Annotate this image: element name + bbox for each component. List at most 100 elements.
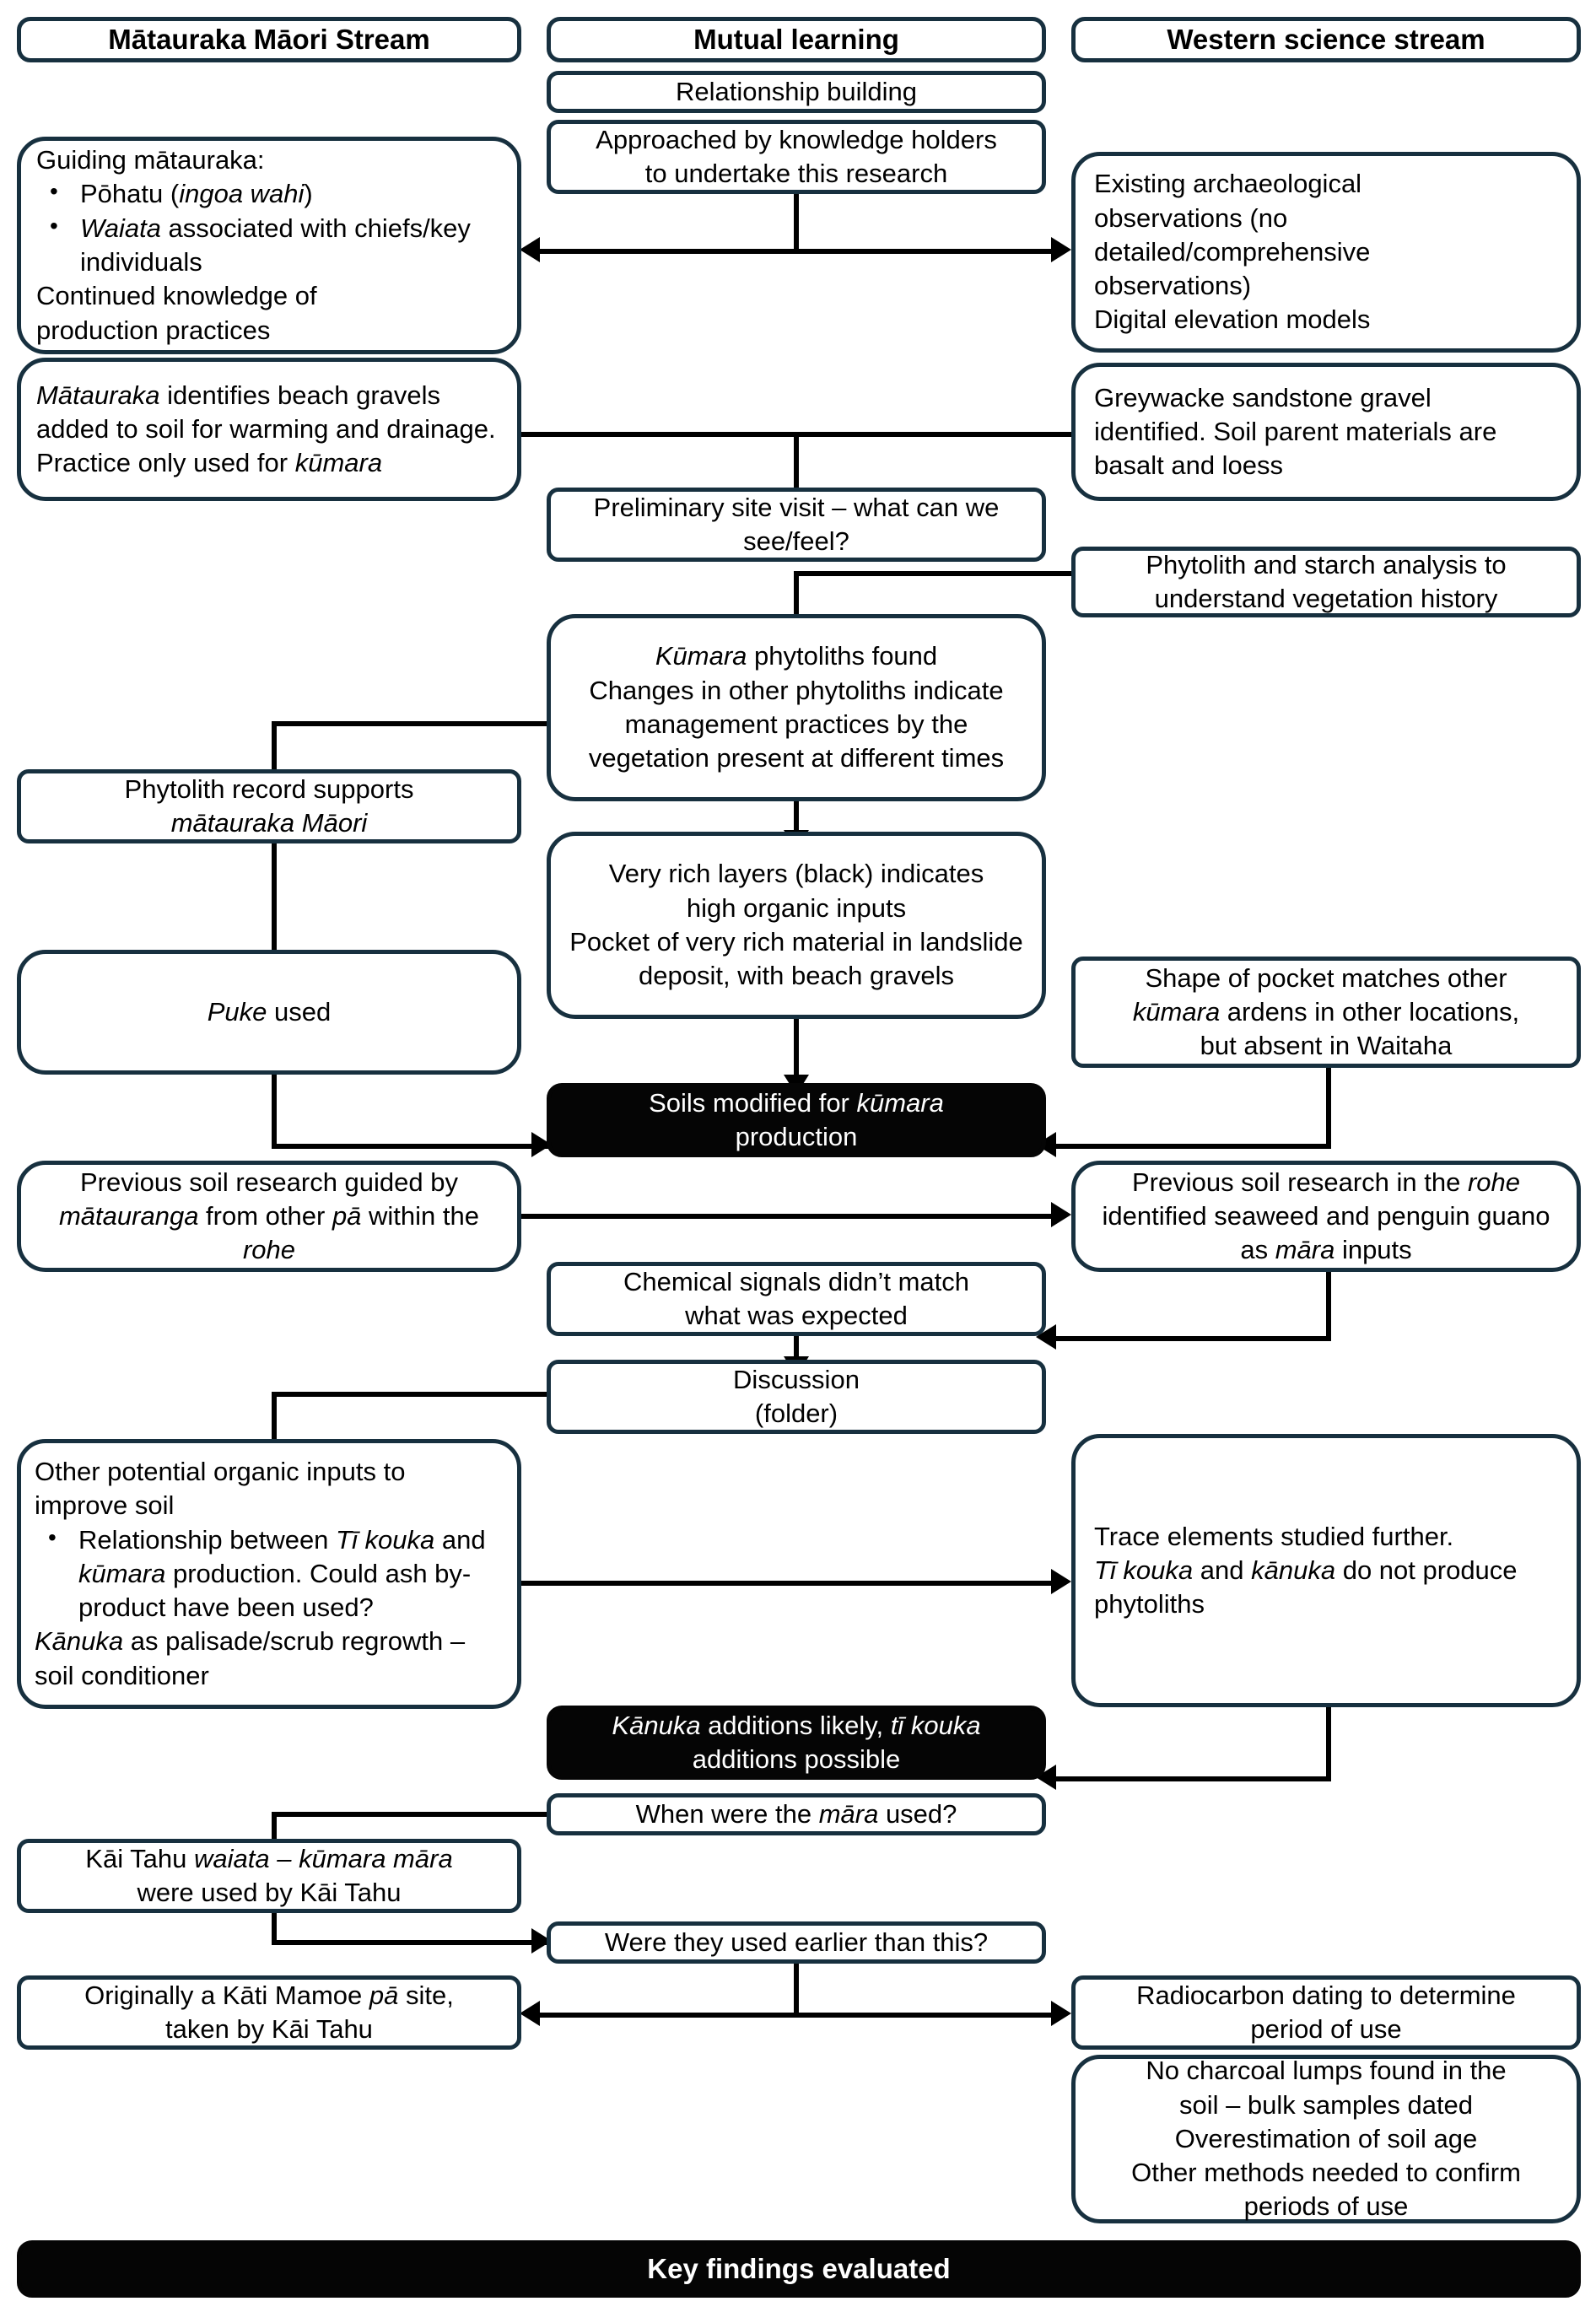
very-rich-line-2: high organic inputs [686, 892, 907, 923]
radiocarbon-line-2: period of use [1250, 2014, 1402, 2044]
connector-trace-to-kanuka [1051, 1776, 1331, 1781]
connector-kai-tahu-down [272, 1913, 277, 1945]
kati-mamoe-line-2: taken by Kāi Tahu [165, 2014, 373, 2044]
node-approached-by-knowledge-holders: Approached by knowledge holders to under… [547, 120, 1046, 194]
arrow-right-to-existing [1051, 237, 1071, 262]
connector-approached-stem [794, 194, 799, 251]
discussion-line-1: Discussion [733, 1364, 860, 1394]
beach-gravels-text: Mātauraka identifies beach gravels added… [36, 380, 496, 478]
connector-when-mara-left [272, 1812, 550, 1817]
arrow-right-to-trace-elements [1051, 1569, 1071, 1594]
column-header-mutual-learning: Mutual learning [547, 17, 1046, 62]
connector-trace-elements-down [1326, 1707, 1331, 1781]
existing-arch-line-3: detailed/comprehensive [1094, 236, 1371, 267]
puke-used-label: Puke used [207, 996, 332, 1027]
kanuka-additions-line-1: Kānuka additions likely, tī kouka [612, 1710, 981, 1740]
connector-chemical-to-discussion [794, 1336, 799, 1361]
no-charcoal-line-5: periods of use [1243, 2191, 1409, 2222]
shape-pocket-line-3: but absent in Waitaha [1200, 1031, 1453, 1061]
connector-prev-soil-left-to-right [518, 1214, 1058, 1219]
arrow-right-to-radiocarbon [1051, 2001, 1071, 2026]
connector-puke-down [272, 1075, 277, 1149]
greywacke-line-3: basalt and loess [1094, 450, 1284, 481]
phytolith-starch-line-2: understand vegetation history [1154, 584, 1498, 613]
node-kanuka-additions-likely: Kānuka additions likely, tī kouka additi… [547, 1706, 1046, 1780]
connector-gravels-down-stem [794, 432, 799, 489]
connector-discussion-down-left [272, 1392, 277, 1444]
connector-when-mara-down [272, 1812, 277, 1849]
greywacke-line-1: Greywacke sandstone gravel [1094, 382, 1432, 412]
kumara-phytoliths-line-1: Kūmara phytoliths found [655, 641, 938, 671]
preliminary-visit-line-1: Preliminary site visit – what can we [593, 492, 1000, 522]
list-item: Waiata associated with chiefs/key indivi… [36, 211, 502, 280]
node-no-charcoal-lumps: No charcoal lumps found in the soil – bu… [1071, 2055, 1581, 2223]
soils-modified-line-1: Soils modified for kūmara [649, 1087, 944, 1118]
trace-elements-text-2: Tī kouka and kānuka do not produce phyto… [1094, 1555, 1518, 1619]
prev-soil-left-text: Previous soil research guided by mātaura… [58, 1167, 479, 1265]
no-charcoal-line-1: No charcoal lumps found in the [1146, 2056, 1507, 2086]
connector-very-rich-to-soils [794, 1019, 799, 1080]
node-trace-elements: Trace elements studied further. Tī kouka… [1071, 1434, 1581, 1707]
approached-line-2: to undertake this research [644, 159, 948, 188]
no-charcoal-line-3: Overestimation of soil age [1174, 2123, 1478, 2153]
kai-tahu-waiata-line-2: were used by Kāi Tahu [137, 1878, 402, 1907]
connector-puke-to-soils [272, 1144, 550, 1149]
column-header-middle-label: Mutual learning [693, 23, 899, 55]
other-inputs-tail: Kānuka as palisade/scrub regrowth – soil… [35, 1626, 466, 1690]
preliminary-visit-line-2: see/feel? [743, 526, 849, 556]
connector-kati-mamoe-to-radiocarbon [540, 2013, 1058, 2018]
guiding-matauraka-bullets: Pōhatu (ingoa wahi) Waiata associated wi… [36, 176, 502, 280]
column-header-western-science-stream: Western science stream [1071, 17, 1581, 62]
trace-elements-text: Trace elements studied further. [1094, 1521, 1454, 1551]
node-other-potential-organic-inputs: Other potential organic inputs to improv… [17, 1439, 521, 1709]
other-inputs-bullets: Relationship between Tī kouka and kūmara… [35, 1522, 504, 1625]
connector-kai-tahu-to-earlier [272, 1940, 550, 1945]
connector-prev-soil-right-down [1326, 1272, 1331, 1341]
node-puke-used: Puke used [17, 950, 521, 1075]
greywacke-line-2: identified. Soil parent materials are [1094, 416, 1497, 446]
node-when-were-mara-used: When were the māra used? [547, 1793, 1046, 1835]
connector-phytolith-record-to-puke [272, 843, 277, 953]
list-item: Pōhatu (ingoa wahi) [36, 176, 502, 211]
soils-modified-line-2: production [735, 1122, 858, 1151]
node-phytolith-starch-analysis: Phytolith and starch analysis to underst… [1071, 547, 1581, 617]
node-guiding-matauraka: Guiding mātauraka: Pōhatu (ingoa wahi) W… [17, 137, 521, 354]
existing-arch-line-2: observations (no [1094, 202, 1288, 233]
chemical-signals-line-2: what was expected [685, 1301, 908, 1330]
node-relationship-building: Relationship building [547, 71, 1046, 113]
connector-prev-soil-right-to-chemical [1051, 1336, 1331, 1341]
kati-mamoe-line-1: Originally a Kāti Mamoe pā site, [84, 1980, 454, 2010]
existing-arch-line-4: observations) [1094, 271, 1252, 301]
column-header-right-label: Western science stream [1167, 23, 1485, 55]
arrow-left-to-kati-mamoe [520, 2001, 540, 2026]
shape-pocket-line-1: Shape of pocket matches other [1145, 962, 1507, 993]
node-kumara-phytoliths-found: Kūmara phytoliths found Changes in other… [547, 614, 1046, 801]
when-mara-label: When were the māra used? [635, 1798, 957, 1829]
node-soils-modified-for-kumara: Soils modified for kūmara production [547, 1083, 1046, 1157]
guiding-matauraka-intro: Guiding mātauraka: [36, 145, 265, 175]
connector-phytolith-starch-down [794, 571, 799, 622]
arrow-right-to-prev-soil-right [1051, 1202, 1071, 1227]
connector-phytolith-starch-left [794, 571, 1074, 576]
node-chemical-signals: Chemical signals didn’t match what was e… [547, 1262, 1046, 1336]
existing-arch-line-1: Existing archaeological [1094, 169, 1362, 199]
connector-shape-pocket-down [1326, 1068, 1331, 1149]
prev-soil-right-text: Previous soil research in the rohe ident… [1102, 1167, 1550, 1265]
kumara-phytoliths-line-2: Changes in other phytoliths indicate man… [588, 675, 1005, 773]
node-discussion-folder: Discussion (folder) [547, 1360, 1046, 1434]
discussion-line-2: (folder) [754, 1399, 838, 1428]
node-preliminary-site-visit: Preliminary site visit – what can we see… [547, 488, 1046, 562]
earlier-than-this-label: Were they used earlier than this? [604, 1927, 989, 1957]
chemical-signals-line-1: Chemical signals didn’t match [623, 1266, 970, 1296]
guiding-matauraka-tail-1: Continued knowledge of [36, 281, 317, 311]
node-radiocarbon-dating: Radiocarbon dating to determine period o… [1071, 1975, 1581, 2050]
connector-kumara-to-very-rich [794, 801, 799, 835]
very-rich-line-3: Pocket of very rich material in landslid… [569, 927, 1023, 991]
kanuka-additions-line-2: additions possible [692, 1744, 901, 1774]
node-previous-soil-research-left: Previous soil research guided by mātaura… [17, 1161, 521, 1272]
radiocarbon-line-1: Radiocarbon dating to determine [1136, 1980, 1516, 2010]
other-inputs-line-2: improve soil [35, 1490, 175, 1521]
no-charcoal-line-2: soil – bulk samples dated [1178, 2089, 1474, 2120]
node-previous-soil-research-right: Previous soil research in the rohe ident… [1071, 1161, 1581, 1272]
